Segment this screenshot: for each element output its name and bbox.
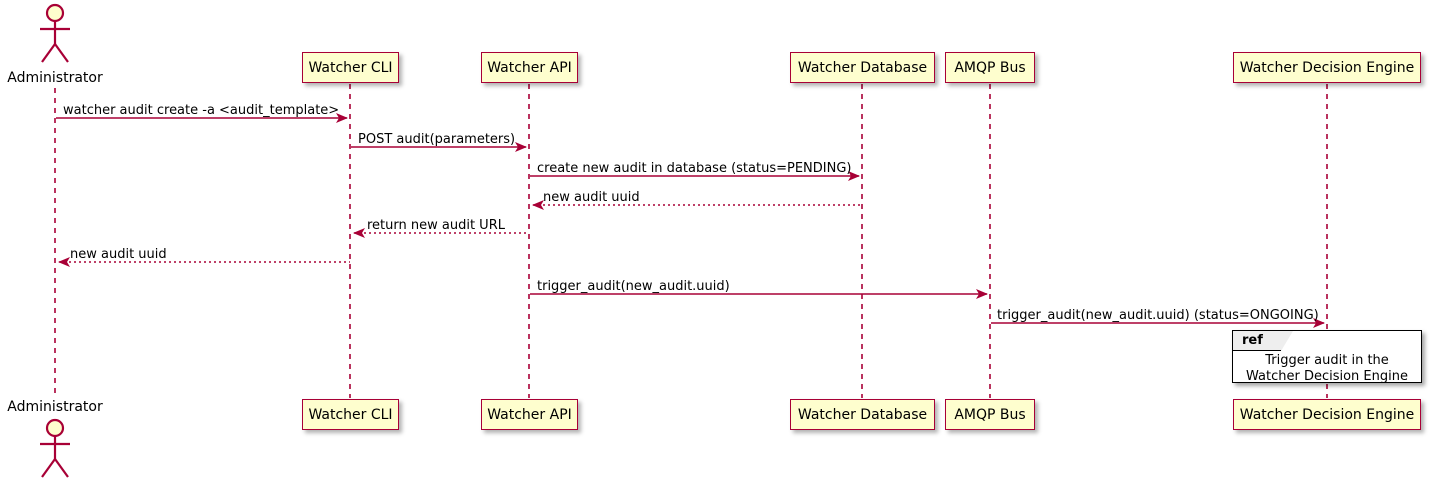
message-label-2: POST audit(parameters) (358, 132, 516, 147)
participant-label: Watcher CLI (308, 406, 393, 423)
participant-box-watcher-database-top[interactable]: Watcher Database (790, 52, 935, 83)
participant-label: Watcher Decision Engine (1239, 59, 1415, 76)
participant-box-watcher-api-top[interactable]: Watcher API (481, 52, 578, 83)
participant-label: AMQP Bus (954, 59, 1026, 76)
participant-box-watcher-database-bottom[interactable]: Watcher Database (790, 399, 935, 430)
lifelines (54, 84, 1328, 398)
message-label-7: trigger_audit(new_audit.uuid) (537, 279, 730, 294)
participant-label: Watcher Database (797, 59, 928, 76)
participant-label: Watcher Decision Engine (1239, 406, 1415, 423)
actor-label-bottom: Administrator (7, 399, 103, 415)
message-label-8: trigger_audit(new_audit.uuid) (status=ON… (997, 308, 1319, 323)
ref-fragment-tab-label: ref (1242, 333, 1263, 348)
participant-label: Watcher CLI (308, 59, 393, 76)
participant-label: Watcher Database (797, 406, 928, 423)
participant-box-watcher-cli-bottom[interactable]: Watcher CLI (302, 399, 399, 430)
message-label-6: new audit uuid (70, 247, 167, 262)
participant-box-amqp-bus-bottom[interactable]: AMQP Bus (945, 399, 1035, 430)
actor-figure-top (40, 3, 70, 63)
ref-fragment-line-1: Trigger audit in the (1265, 353, 1389, 368)
message-label-3: create new audit in database (status=PEN… (537, 161, 852, 176)
actor-figure-bottom (40, 418, 70, 478)
participant-box-watcher-decision-engine-bottom[interactable]: Watcher Decision Engine (1233, 399, 1421, 430)
ref-fragment-body: Trigger audit in the Watcher Decision En… (1233, 353, 1421, 385)
message-label-4: new audit uuid (543, 190, 640, 205)
message-label-5: return new audit URL (367, 218, 505, 233)
participant-label: AMQP Bus (954, 406, 1026, 423)
participant-box-watcher-cli-top[interactable]: Watcher CLI (302, 52, 399, 83)
ref-fragment: ref Trigger audit in the Watcher Decisio… (1232, 330, 1422, 385)
participant-box-watcher-decision-engine-top[interactable]: Watcher Decision Engine (1233, 52, 1421, 83)
message-arrows (56, 113, 1325, 328)
participant-box-watcher-api-bottom[interactable]: Watcher API (481, 399, 578, 430)
actor-label-top: Administrator (7, 70, 103, 86)
participant-box-amqp-bus-top[interactable]: AMQP Bus (945, 52, 1035, 83)
participant-label: Watcher API (487, 59, 572, 76)
ref-fragment-tab: ref (1233, 331, 1293, 351)
ref-fragment-line-2: Watcher Decision Engine (1246, 369, 1408, 384)
participant-label: Watcher API (487, 406, 572, 423)
message-label-1: watcher audit create -a <audit_template> (63, 103, 340, 118)
ref-fragment-tab-notch (1281, 331, 1293, 351)
